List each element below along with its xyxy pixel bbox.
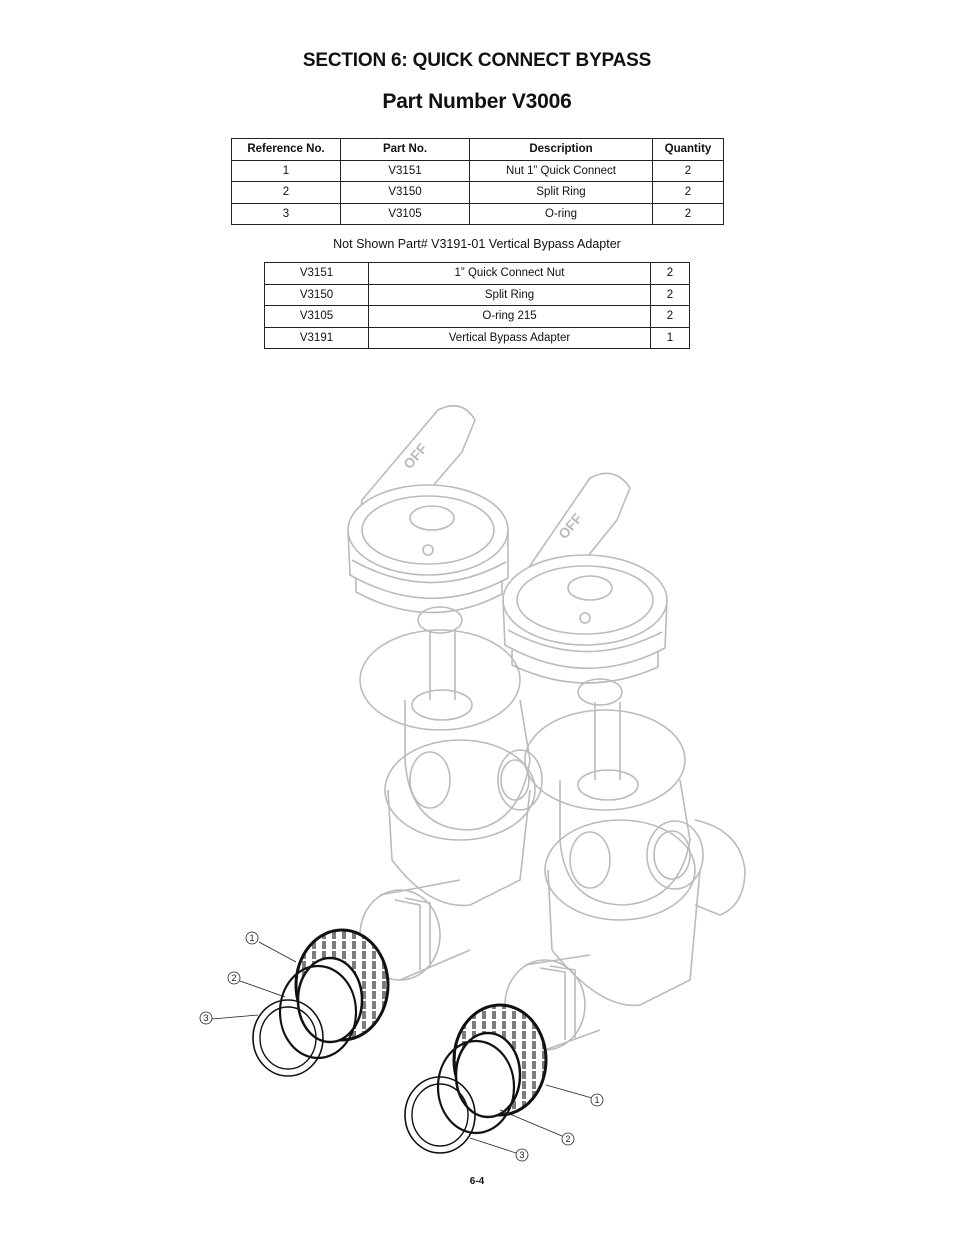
cell-description: O-ring (469, 202, 653, 225)
cell-quantity: 2 (650, 262, 690, 285)
table-row: V3191 Vertical Bypass Adapter 1 (264, 326, 690, 349)
cell-quantity: 2 (650, 305, 690, 328)
cell-reference: 3 (231, 202, 341, 225)
table-row: 1 V3151 Nut 1” Quick Connect 2 (231, 159, 724, 182)
page-number: 6-4 (469, 1176, 485, 1187)
svg-text:2: 2 (231, 973, 236, 983)
cell-description: Nut 1” Quick Connect (469, 159, 653, 182)
cell-reference: 1 (231, 159, 341, 182)
table-row: 3 V3105 O-ring 2 (231, 202, 724, 225)
column-header-part-no: Part No. (340, 138, 470, 161)
section-title: SECTION 6: QUICK CONNECT BYPASS (302, 50, 652, 71)
column-header-quantity: Quantity (652, 138, 724, 161)
cell-quantity: 2 (652, 202, 724, 225)
cell-part-no: V3150 (264, 283, 369, 306)
callout-right-3: 3 (515, 1148, 529, 1162)
parts-table: Reference No. Part No. Description Quant… (231, 138, 724, 225)
cell-reference: 2 (231, 181, 341, 204)
left-valve-body (347, 404, 543, 981)
cell-part-no: V3105 (264, 305, 369, 328)
column-header-description: Description (469, 138, 653, 161)
callout-right-1: 1 (590, 1093, 604, 1107)
callout-left-2: 2 (227, 971, 241, 985)
not-shown-note: Not Shown Part# V3191-01 Vertical Bypass… (333, 237, 621, 251)
column-header-reference: Reference No. (231, 138, 341, 161)
callout-right-2: 2 (561, 1132, 575, 1146)
cell-description: O-ring 215 (368, 305, 651, 328)
cell-description: Vertical Bypass Adapter (368, 326, 651, 349)
cell-quantity: 2 (650, 283, 690, 306)
right-valve-body (502, 472, 746, 1051)
cell-description: Split Ring (368, 283, 651, 306)
table-row: V3150 Split Ring 2 (264, 283, 690, 306)
cell-quantity: 2 (652, 159, 724, 182)
cell-quantity: 2 (652, 181, 724, 204)
callout-left-3: 3 (199, 1011, 213, 1025)
table-row: 2 V3150 Split Ring 2 (231, 181, 724, 204)
bypass-exploded-diagram: OFF OFF 1 2 3 1 2 3 (199, 404, 746, 1162)
cell-part-no: V3105 (340, 202, 470, 225)
callout-left-1: 1 (245, 931, 259, 945)
table-row: V3151 1” Quick Connect Nut 2 (264, 262, 690, 285)
cell-quantity: 1 (650, 326, 690, 349)
cell-part-no: V3151 (264, 262, 369, 285)
adapter-parts-table: V3151 1” Quick Connect Nut 2 V3150 Split… (264, 262, 690, 349)
table-row: V3105 O-ring 215 2 (264, 305, 690, 328)
cell-part-no: V3191 (264, 326, 369, 349)
cell-description: Split Ring (469, 181, 653, 204)
svg-text:3: 3 (203, 1013, 208, 1023)
right-quick-connect-parts (404, 1003, 548, 1154)
cell-part-no: V3151 (340, 159, 470, 182)
part-number-title: Part Number V3006 (382, 90, 572, 113)
left-quick-connect-parts (252, 928, 390, 1077)
svg-text:1: 1 (594, 1095, 599, 1105)
svg-text:1: 1 (249, 933, 254, 943)
svg-text:2: 2 (565, 1134, 570, 1144)
svg-text:3: 3 (519, 1150, 524, 1160)
cell-part-no: V3150 (340, 181, 470, 204)
table-header-row: Reference No. Part No. Description Quant… (231, 138, 724, 161)
cell-description: 1” Quick Connect Nut (368, 262, 651, 285)
